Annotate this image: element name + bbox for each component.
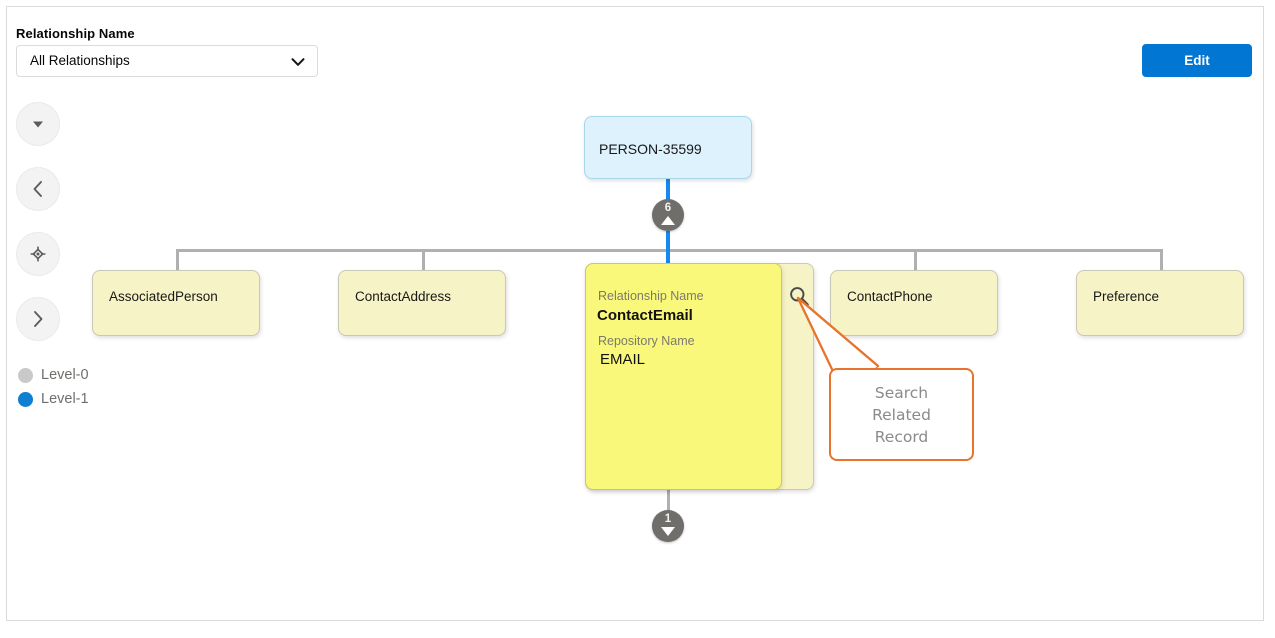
tree-connector-selected-top xyxy=(666,178,670,215)
callout-line-1: Search xyxy=(874,384,929,402)
chevron-right-icon xyxy=(34,311,43,327)
tree-node-associatedperson[interactable]: AssociatedPerson xyxy=(92,270,260,336)
child-count-badge-bottom[interactable]: 1 xyxy=(652,510,684,542)
relationship-name-label: Relationship Name xyxy=(16,26,135,41)
tree-node-contactemail[interactable]: Relationship Name ContactEmail Repositor… xyxy=(585,263,782,490)
tree-node-label: Preference xyxy=(1093,289,1160,304)
caret-down-icon xyxy=(661,527,675,536)
recenter-button[interactable] xyxy=(16,232,60,276)
tree-connector-drop-4 xyxy=(914,249,917,270)
child-count-badge-top[interactable]: 6 xyxy=(652,199,684,231)
legend-item-level-1: Level-1 xyxy=(18,387,89,411)
legend-label-level-1: Level-1 xyxy=(41,391,89,407)
tree-connector-drop-2 xyxy=(422,249,425,270)
callout-line-2: Related xyxy=(872,406,931,424)
search-icon[interactable] xyxy=(788,285,810,307)
tree-node-root-label: PERSON-35599 xyxy=(599,141,702,157)
level-legend: Level-0 Level-1 xyxy=(18,363,89,411)
legend-label-level-0: Level-0 xyxy=(41,367,89,383)
legend-item-level-0: Level-0 xyxy=(18,363,89,387)
search-related-record-callout: Search Related Record xyxy=(829,368,974,461)
legend-dot-level-0 xyxy=(18,367,33,383)
tree-node-contactaddress[interactable]: ContactAddress xyxy=(338,270,506,336)
chevron-left-icon xyxy=(33,181,42,197)
tree-node-root[interactable]: PERSON-35599 xyxy=(584,116,752,179)
tree-connector-drop-5 xyxy=(1160,249,1163,270)
relationship-name-select[interactable]: All Relationships xyxy=(16,45,318,77)
tree-node-contactphone[interactable]: ContactPhone xyxy=(830,270,998,336)
child-count-badge-bottom-value: 1 xyxy=(664,513,672,525)
repository-name-field-label: Repository Name xyxy=(598,334,695,348)
collapse-down-button[interactable] xyxy=(16,102,60,146)
caret-down-icon xyxy=(33,121,43,128)
chevron-down-icon xyxy=(291,55,305,69)
crosshair-icon xyxy=(30,246,46,262)
tree-connector-drop-bottom xyxy=(667,490,670,516)
tree-node-preference[interactable]: Preference xyxy=(1076,270,1244,336)
tree-node-label: AssociatedPerson xyxy=(109,289,218,304)
relationship-name-field-label: Relationship Name xyxy=(598,289,704,303)
legend-dot-level-1 xyxy=(18,391,33,407)
pan-left-button[interactable] xyxy=(16,167,60,211)
tree-node-label: ContactPhone xyxy=(847,289,933,304)
callout-line-3: Record xyxy=(874,428,929,446)
tree-node-label: ContactAddress xyxy=(355,289,452,304)
relationship-name-field-value: ContactEmail xyxy=(597,307,693,324)
pan-right-button[interactable] xyxy=(16,297,60,341)
caret-up-icon xyxy=(661,216,675,225)
child-count-badge-top-value: 6 xyxy=(664,202,672,214)
tree-connector-selected-bottom xyxy=(666,231,670,264)
edit-button[interactable]: Edit xyxy=(1142,44,1252,77)
relationship-name-select-value: All Relationships xyxy=(30,53,130,68)
callout-text: Search Related Record xyxy=(831,382,972,448)
tree-connector-drop-1 xyxy=(176,249,179,270)
repository-name-field-value: EMAIL xyxy=(600,351,646,368)
